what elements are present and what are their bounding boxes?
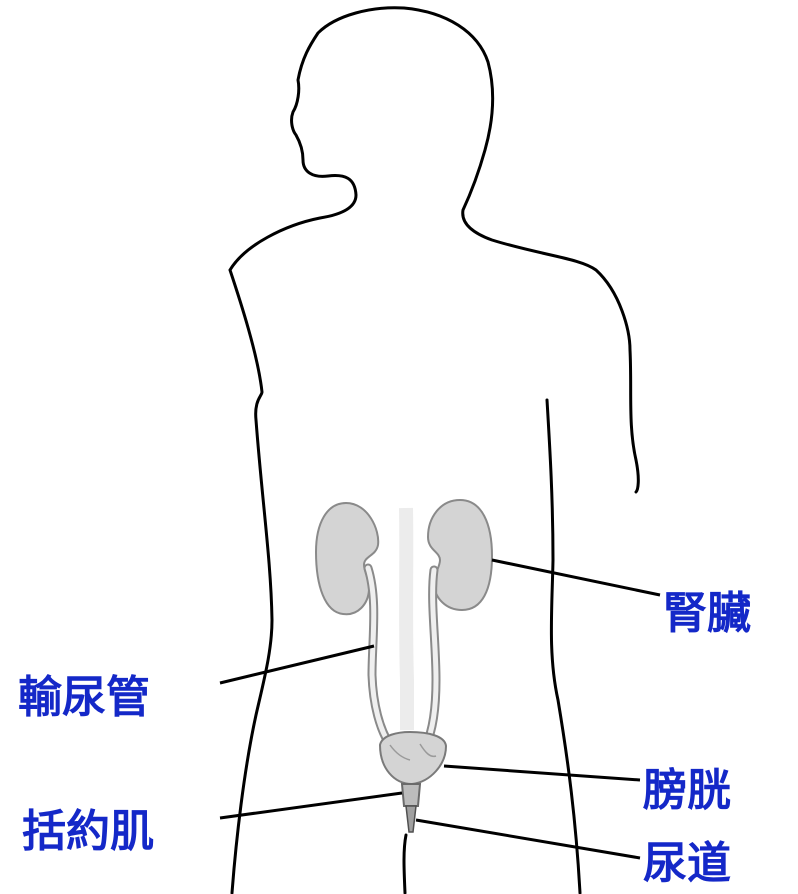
kidney-label: 腎臟: [663, 588, 751, 639]
ureter-label: 輸尿管: [18, 672, 150, 723]
sphincter-pointer-line: [220, 793, 402, 818]
spine-shadow: [406, 508, 407, 730]
bladder-label: 膀胱: [642, 765, 731, 816]
bladder-pointer-line: [444, 766, 640, 780]
kidney-pointer-line: [492, 560, 660, 595]
right-kidney: [428, 500, 492, 610]
urethra-pointer-line: [416, 820, 640, 858]
sphincter-label: 括約肌: [22, 806, 154, 857]
urethra-label: 尿道: [643, 838, 731, 889]
bladder: [380, 732, 446, 784]
ureter-pointer-line: [220, 646, 374, 683]
sphincter: [402, 784, 420, 806]
urethra: [406, 806, 416, 832]
